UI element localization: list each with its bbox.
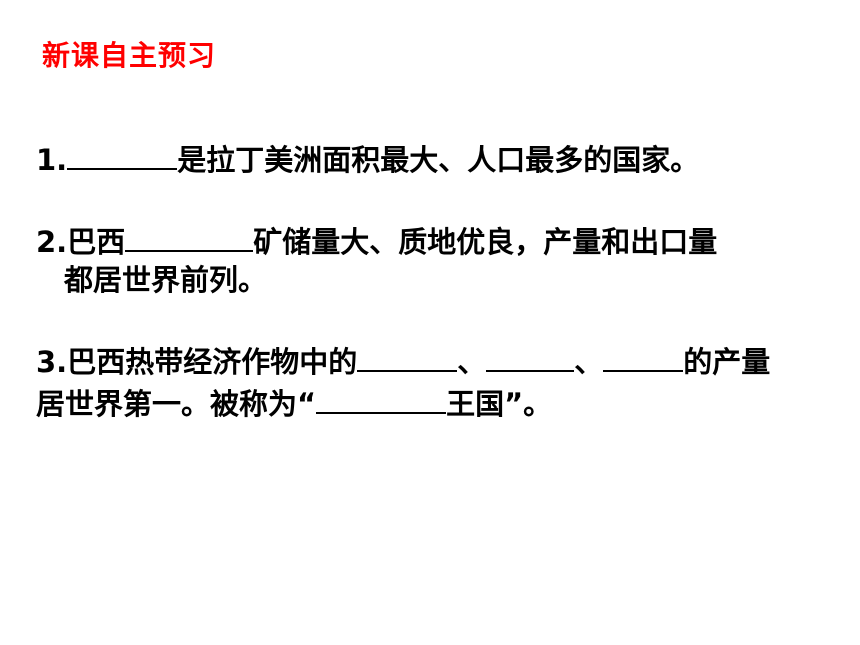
question-3-blank-3[interactable] bbox=[603, 340, 684, 372]
question-2-prefix: 2.巴西 bbox=[36, 225, 126, 259]
question-3-line-2-end: 王国”。 bbox=[446, 387, 553, 421]
question-3-line-2-start: 居世界第一。被称为“ bbox=[36, 387, 317, 421]
question-3-separator-1: 、 bbox=[457, 345, 487, 379]
question-1: 1. 是拉丁美洲面积最大、人口最多的国家。 bbox=[36, 138, 699, 180]
question-3-prefix: 3.巴西热带经济作物中的 bbox=[36, 345, 358, 379]
question-3-line-2: 居世界第一。被称为“ 王国”。 bbox=[36, 382, 552, 424]
question-3: 3.巴西热带经济作物中的 、 、 的产量 bbox=[36, 340, 770, 382]
question-3-text: 的产量 bbox=[683, 345, 771, 379]
question-2: 2.巴西 矿储量大、质地优良，产量和出口量 bbox=[36, 220, 717, 262]
question-1-blank[interactable] bbox=[67, 138, 178, 170]
question-3-blank-1[interactable] bbox=[357, 340, 458, 372]
question-1-text: 是拉丁美洲面积最大、人口最多的国家。 bbox=[177, 143, 700, 177]
question-2-blank[interactable] bbox=[125, 220, 254, 252]
question-3-blank-4[interactable] bbox=[316, 382, 447, 414]
question-2-text: 矿储量大、质地优良，产量和出口量 bbox=[253, 225, 718, 259]
question-1-prefix: 1. bbox=[36, 143, 68, 177]
question-3-blank-2[interactable] bbox=[486, 340, 575, 372]
section-heading: 新课自主预习 bbox=[42, 39, 217, 72]
question-3-separator-2: 、 bbox=[574, 345, 604, 379]
question-2-line-2: 都居世界前列。 bbox=[64, 263, 268, 297]
